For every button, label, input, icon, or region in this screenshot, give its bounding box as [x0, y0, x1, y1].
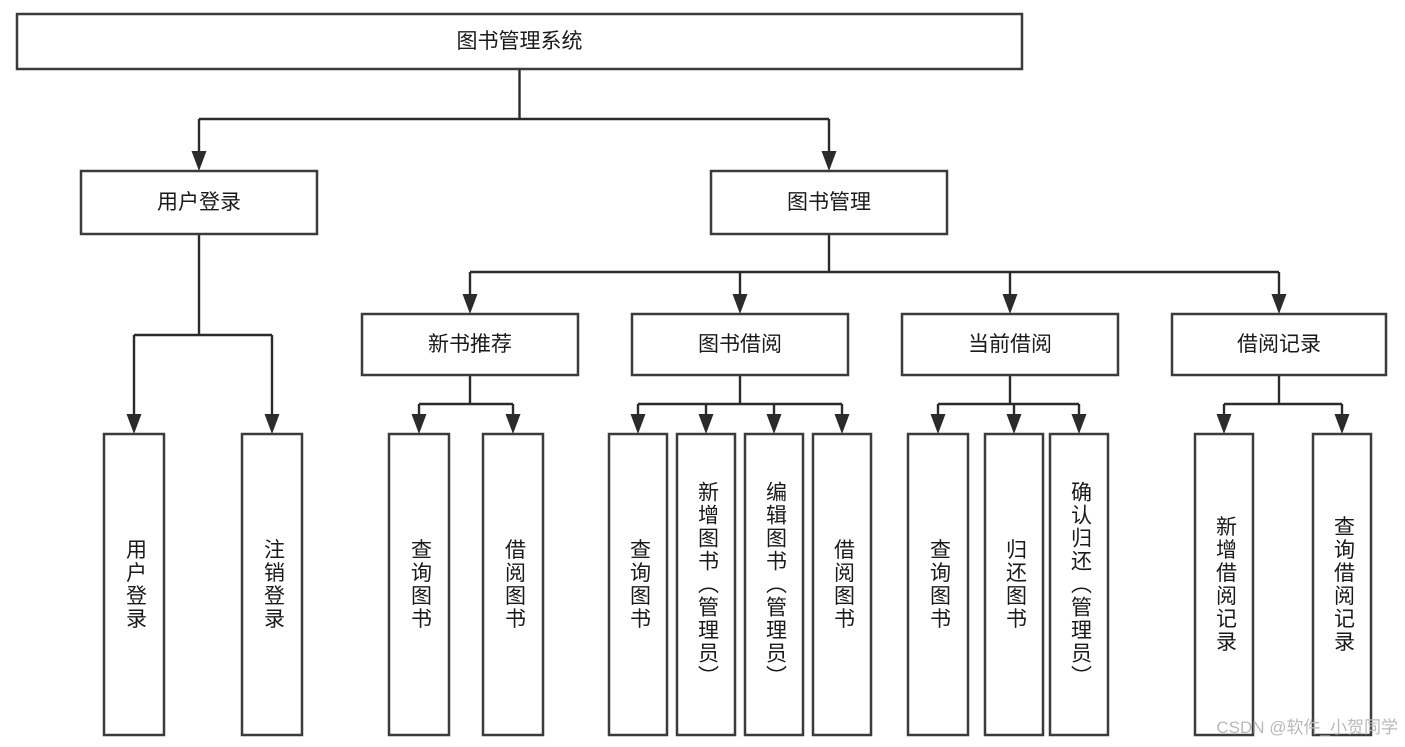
- node-box-leaf-confirm-return[interactable]: [1048, 432, 1110, 737]
- node-label-current-borrow: 当前借阅: [968, 333, 1052, 356]
- arrow-head-leaf-query-book-3: [930, 414, 946, 434]
- node-box-borrow-record[interactable]: [1170, 312, 1388, 377]
- node-label-leaf-user-login: 用户登录: [123, 539, 147, 631]
- arrow-head-leaf-user-login: [126, 414, 142, 434]
- node-root[interactable]: 图书管理系统: [15, 12, 1024, 71]
- node-box-root[interactable]: [15, 12, 1024, 71]
- node-label-leaf-query-book-2: 查询图书: [627, 539, 651, 631]
- arrow-head-leaf-query-book-2: [630, 414, 646, 434]
- node-leaf-query-book-3[interactable]: 查询图书: [906, 432, 970, 737]
- arrow-head-book-borrow: [732, 294, 748, 314]
- arrow-head-leaf-confirm-return: [1071, 414, 1087, 434]
- node-box-user-login[interactable]: [79, 169, 319, 236]
- node-box-leaf-query-record[interactable]: [1311, 432, 1373, 737]
- node-leaf-return-book[interactable]: 归还图书: [983, 432, 1045, 737]
- node-box-leaf-return-book[interactable]: [983, 432, 1045, 737]
- node-label-leaf-user-logout: 注销登录: [261, 539, 285, 631]
- node-new-book-rec[interactable]: 新书推荐: [360, 312, 580, 377]
- node-current-borrow[interactable]: 当前借阅: [900, 312, 1120, 377]
- node-user-login[interactable]: 用户登录: [79, 169, 319, 236]
- node-leaf-query-book-2[interactable]: 查询图书: [607, 432, 669, 737]
- arrow-head-user-login: [191, 151, 207, 171]
- node-leaf-edit-book[interactable]: 编辑图书（管理员）: [743, 432, 805, 737]
- node-box-leaf-add-record[interactable]: [1193, 432, 1255, 737]
- arrow-head-leaf-user-logout: [264, 414, 280, 434]
- arrow-head-new-book-rec: [462, 294, 478, 314]
- node-label-leaf-add-record: 新增借阅记录: [1213, 516, 1237, 654]
- arrow-head-leaf-query-record: [1334, 414, 1350, 434]
- node-box-leaf-query-book-2[interactable]: [607, 432, 669, 737]
- arrow-head-leaf-borrow-book-2: [834, 414, 850, 434]
- node-box-leaf-query-book-1[interactable]: [387, 432, 451, 737]
- node-box-leaf-query-book-3[interactable]: [906, 432, 970, 737]
- node-box-leaf-user-logout[interactable]: [240, 432, 304, 737]
- node-leaf-query-book-1[interactable]: 查询图书: [387, 432, 451, 737]
- node-label-leaf-confirm-return: 确认归还（管理员）: [1068, 481, 1092, 688]
- arrow-head-leaf-add-record: [1216, 414, 1232, 434]
- arrow-head-leaf-add-book: [698, 414, 714, 434]
- node-leaf-borrow-book-2[interactable]: 借阅图书: [811, 432, 873, 737]
- node-box-current-borrow[interactable]: [900, 312, 1120, 377]
- node-label-leaf-borrow-book-1: 借阅图书: [502, 539, 526, 631]
- node-leaf-add-record[interactable]: 新增借阅记录: [1193, 432, 1255, 737]
- arrow-head-borrow-record: [1271, 294, 1287, 314]
- node-box-new-book-rec[interactable]: [360, 312, 580, 377]
- connector-layer: [126, 69, 1350, 434]
- node-label-user-login: 用户登录: [157, 191, 241, 214]
- node-leaf-borrow-book-1[interactable]: 借阅图书: [481, 432, 545, 737]
- node-label-leaf-return-book: 归还图书: [1003, 539, 1027, 631]
- node-borrow-record[interactable]: 借阅记录: [1170, 312, 1388, 377]
- node-layer: 图书管理系统用户登录图书管理新书推荐图书借阅当前借阅借阅记录用户登录注销登录查询…: [15, 12, 1388, 737]
- node-leaf-user-login[interactable]: 用户登录: [102, 432, 166, 737]
- node-label-leaf-query-book-1: 查询图书: [408, 539, 432, 631]
- node-book-manage[interactable]: 图书管理: [709, 169, 949, 236]
- arrow-head-leaf-query-book-1: [411, 414, 427, 434]
- node-label-borrow-record: 借阅记录: [1237, 333, 1321, 356]
- arrow-head-current-borrow: [1002, 294, 1018, 314]
- node-box-leaf-borrow-book-1[interactable]: [481, 432, 545, 737]
- node-label-book-borrow: 图书借阅: [698, 333, 782, 356]
- node-box-leaf-add-book[interactable]: [675, 432, 737, 737]
- node-label-leaf-add-book: 新增图书（管理员）: [695, 481, 719, 688]
- node-label-leaf-edit-book: 编辑图书（管理员）: [763, 481, 787, 688]
- node-box-leaf-edit-book[interactable]: [743, 432, 805, 737]
- node-label-leaf-borrow-book-2: 借阅图书: [831, 539, 855, 631]
- node-box-leaf-borrow-book-2[interactable]: [811, 432, 873, 737]
- node-leaf-query-record[interactable]: 查询借阅记录: [1311, 432, 1373, 737]
- node-box-book-borrow[interactable]: [630, 312, 850, 377]
- node-label-root: 图书管理系统: [457, 30, 583, 53]
- arrow-head-leaf-return-book: [1006, 414, 1022, 434]
- node-label-leaf-query-book-3: 查询图书: [927, 539, 951, 631]
- node-box-book-manage[interactable]: [709, 169, 949, 236]
- arrow-head-leaf-borrow-book-1: [505, 414, 521, 434]
- watermark-label: CSDN @软件_小贺同学: [1216, 718, 1398, 737]
- node-leaf-confirm-return[interactable]: 确认归还（管理员）: [1048, 432, 1110, 737]
- node-label-new-book-rec: 新书推荐: [428, 333, 512, 356]
- node-leaf-add-book[interactable]: 新增图书（管理员）: [675, 432, 737, 737]
- node-leaf-user-logout[interactable]: 注销登录: [240, 432, 304, 737]
- node-label-book-manage: 图书管理: [787, 191, 871, 214]
- node-label-leaf-query-record: 查询借阅记录: [1331, 516, 1355, 654]
- node-book-borrow[interactable]: 图书借阅: [630, 312, 850, 377]
- arrow-head-leaf-edit-book: [766, 414, 782, 434]
- node-box-leaf-user-login[interactable]: [102, 432, 166, 737]
- arrow-head-book-manage: [821, 151, 837, 171]
